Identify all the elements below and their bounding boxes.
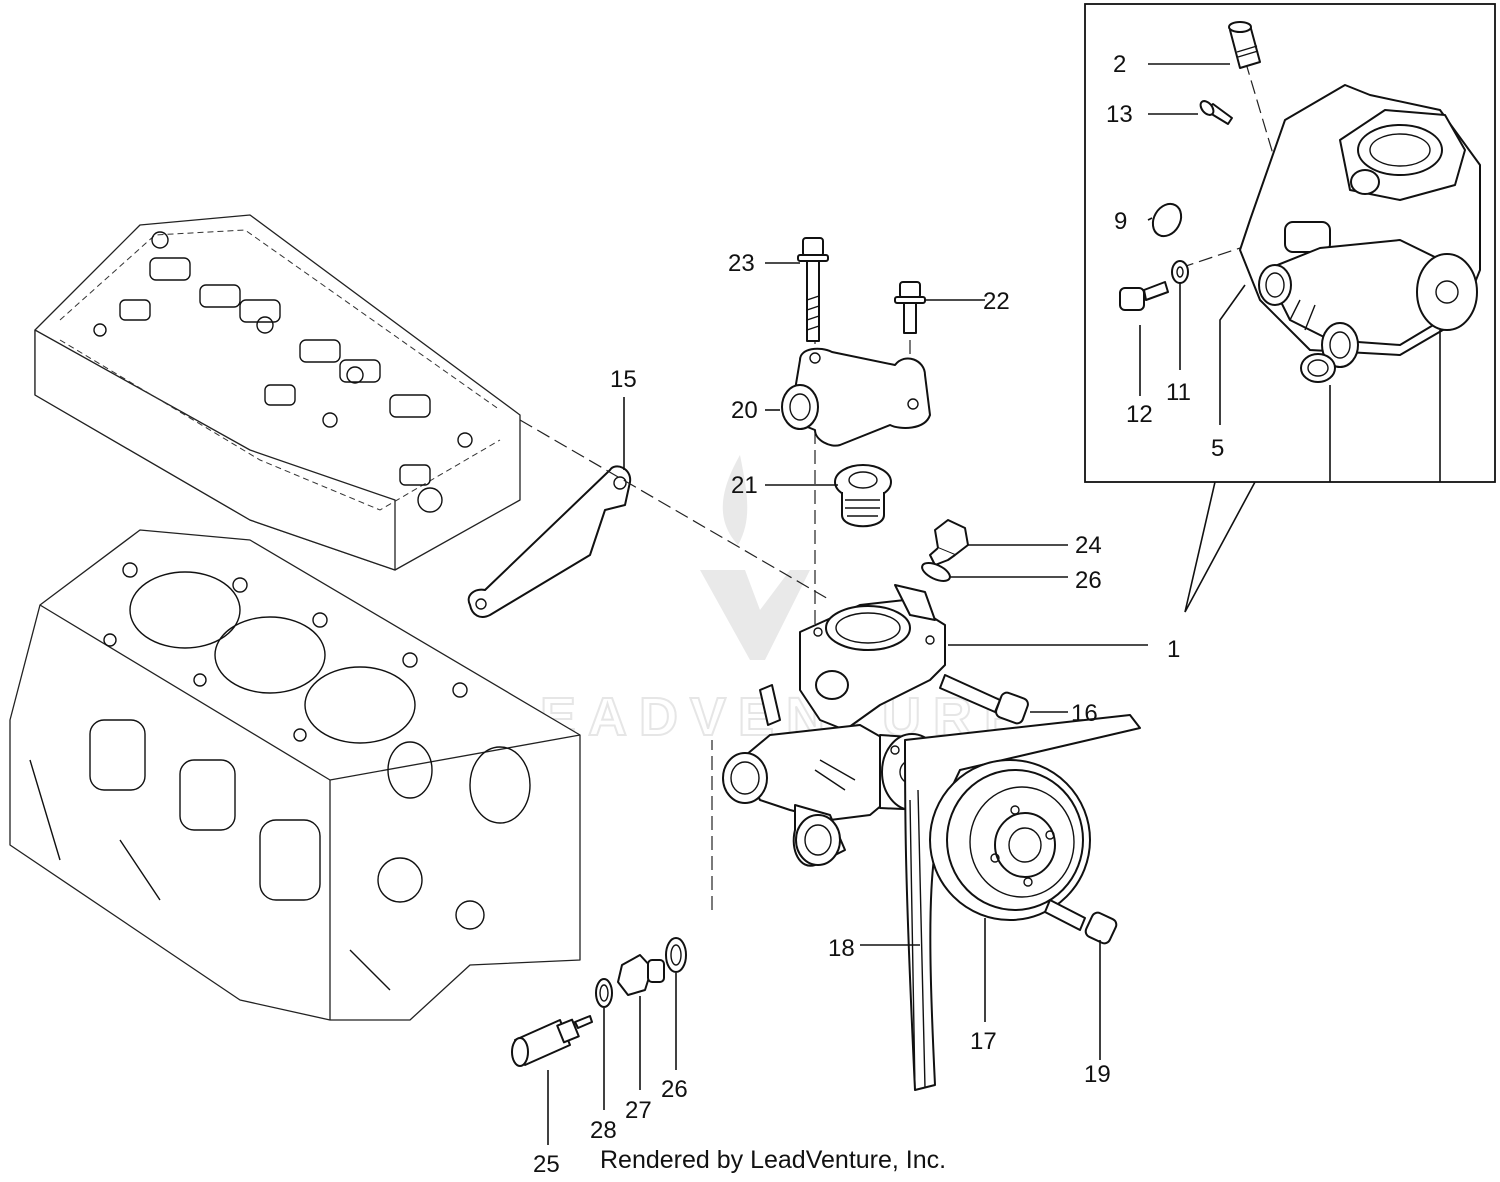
inset-ring-detail (1300, 353, 1336, 383)
bolt-23 (797, 237, 829, 342)
adapter-27 (617, 954, 665, 996)
callout-22: 22 (983, 288, 1010, 315)
callout-9: 9 (1114, 208, 1127, 235)
callout-20: 20 (731, 397, 758, 424)
plug-24 (929, 519, 969, 566)
inset-washer-11 (1171, 260, 1189, 284)
gasket-15 (467, 465, 632, 618)
inset-bolt-12 (1119, 281, 1169, 311)
callout-24: 24 (1075, 532, 1102, 559)
washer-28 (595, 978, 613, 1008)
callout-28: 28 (590, 1117, 617, 1144)
detail-inset (1084, 3, 1496, 613)
thermostat-21 (834, 464, 892, 528)
inset-pipe-2 (1228, 21, 1261, 69)
callout-25: 25 (533, 1151, 560, 1178)
callout-27: 27 (625, 1097, 652, 1124)
callout-19: 19 (1084, 1061, 1111, 1088)
bolt-16 (939, 674, 1029, 725)
washer-26-lower (665, 937, 687, 973)
bolt-22 (894, 281, 926, 334)
callout-17: 17 (970, 1028, 997, 1055)
pulley-17 (929, 759, 1091, 921)
temperature-sensor-25 (511, 1015, 593, 1067)
bolt-19 (1044, 899, 1118, 945)
cylinder-head-ghost (34, 214, 521, 571)
cylinder-block-ghost (9, 529, 581, 1021)
leader-lines (547, 63, 1246, 1145)
callout-26-upper: 26 (1075, 567, 1102, 594)
inset-screw-13 (1199, 100, 1233, 125)
rendered-by-credit: Rendered by LeadVenture, Inc. (600, 1146, 947, 1174)
callout-21: 21 (731, 472, 758, 499)
callout-15: 15 (610, 366, 637, 393)
callout-18: 18 (828, 935, 855, 962)
callout-16: 16 (1071, 700, 1098, 727)
callout-11: 11 (1166, 379, 1191, 406)
callout-12: 12 (1126, 401, 1153, 428)
callout-23: 23 (728, 250, 755, 277)
callout-1: 1 (1167, 636, 1180, 663)
inset-pump-housing (1239, 84, 1481, 368)
thermostat-cover-20 (781, 347, 931, 447)
callout-5: 5 (1211, 435, 1224, 462)
inset-oring-9 (1151, 202, 1183, 238)
callout-13: 13 (1106, 101, 1133, 128)
callout-2: 2 (1113, 51, 1126, 78)
callout-labels: 2 13 9 12 11 5 15 20 21 23 22 24 26 1 16… (533, 51, 1224, 1178)
callout-26-lower: 26 (661, 1076, 688, 1103)
washer-26-upper (921, 562, 951, 582)
